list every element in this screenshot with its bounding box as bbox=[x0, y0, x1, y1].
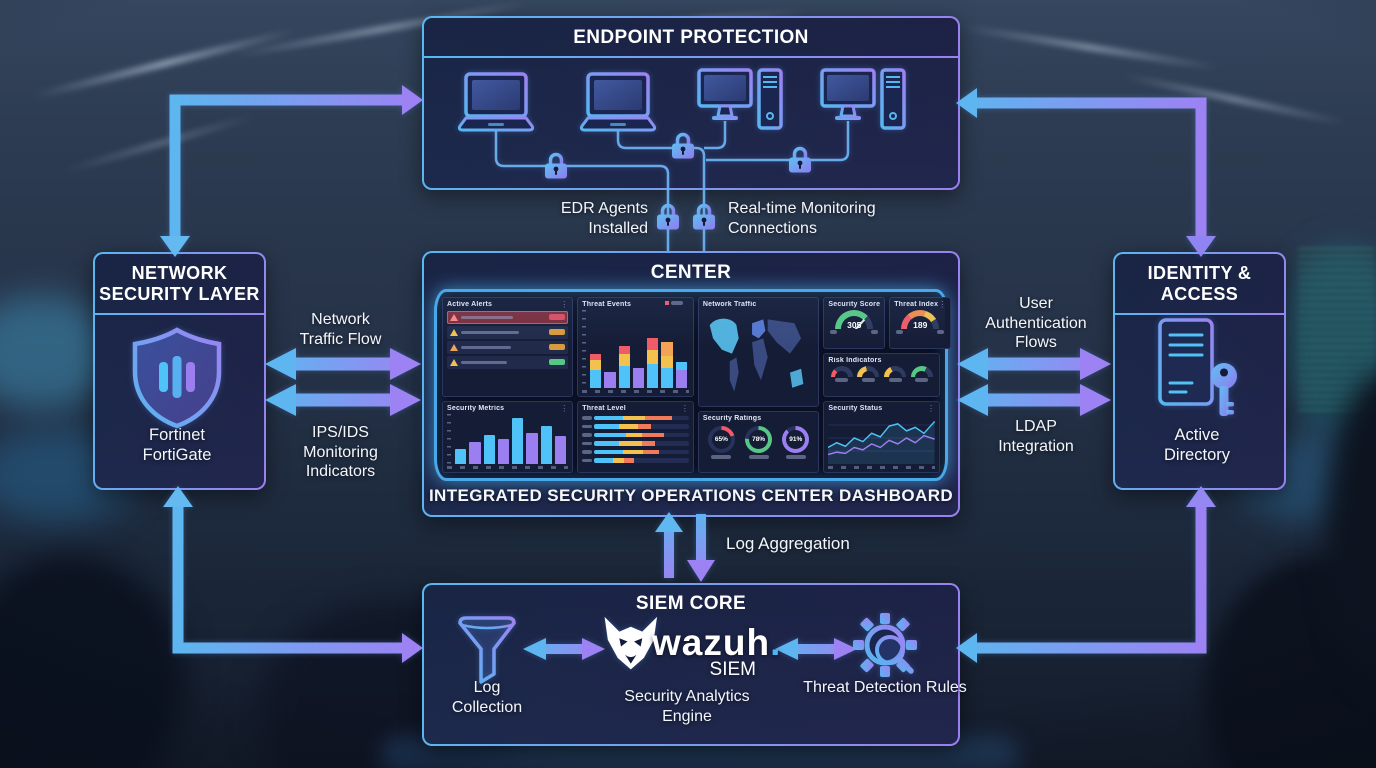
world-map bbox=[709, 318, 804, 392]
trend-line-2 bbox=[828, 434, 935, 456]
threat-level-panel: Threat Level bbox=[577, 401, 694, 473]
warning-triangle-icon bbox=[450, 328, 458, 336]
levels-rows bbox=[582, 412, 689, 469]
events-panel-title: Threat Events bbox=[582, 301, 632, 308]
severity-badge bbox=[549, 344, 566, 351]
x-axis bbox=[447, 466, 569, 469]
endpoint-protection-box: ENDPOINT PROTECTION bbox=[422, 16, 960, 190]
edr-agents-label: EDR Agents Installed bbox=[560, 200, 648, 237]
ips-ids-label: IPS/IDS Monitoring Indicators bbox=[303, 424, 378, 480]
map-panel-title: Network Traffic bbox=[702, 301, 757, 308]
trend-panel-title: Security Status bbox=[828, 405, 883, 412]
ldap-integration-label: LDAP Integration bbox=[998, 418, 1074, 455]
security-ratings-panel: Security Ratings 65% 78% 91% bbox=[697, 411, 820, 473]
network-box-title: NETWORK SECURITY LAYER bbox=[99, 263, 260, 304]
mini-gauge bbox=[908, 364, 935, 393]
active-directory-label: Active Directory bbox=[1163, 426, 1230, 464]
trend-area bbox=[828, 421, 935, 464]
alerts-panel-title: Active Alerts bbox=[447, 301, 493, 308]
alerts-panel: Active Alerts bbox=[442, 297, 574, 397]
divider bbox=[1115, 313, 1284, 315]
donut-gauge: 65% bbox=[707, 426, 735, 459]
y-axis bbox=[447, 414, 451, 464]
center-box-title: CENTER bbox=[650, 262, 732, 283]
wazuh-siem-sublabel: SIEM bbox=[709, 659, 756, 680]
alert-rows bbox=[447, 311, 569, 369]
minis-row bbox=[828, 364, 935, 393]
kebab-menu-icon bbox=[681, 405, 689, 412]
security-analytics-engine-label: Security Analytics Engine bbox=[624, 688, 750, 725]
soc-dashboard-monitor: Active Alerts Security Metrics Threat Ev… bbox=[434, 289, 952, 481]
gauge2-title: Threat Index bbox=[894, 301, 939, 308]
risk-indicators-panel: Risk Indicators bbox=[823, 353, 940, 397]
levels-panel-title: Threat Level bbox=[582, 405, 626, 412]
fortinet-fortigate-label: Fortinet FortiGate bbox=[142, 426, 212, 464]
severity-badge bbox=[549, 359, 566, 366]
y-axis bbox=[582, 310, 587, 388]
metrics-panel: Security Metrics bbox=[442, 401, 574, 473]
gauge-2: Threat Index 189 bbox=[889, 297, 952, 349]
gauge2-value: 189 bbox=[913, 320, 928, 329]
alert-row bbox=[447, 356, 569, 369]
alert-row bbox=[447, 311, 569, 324]
legend-swatch bbox=[664, 301, 669, 305]
user-auth-flows-label: User Authentication Flows bbox=[985, 295, 1087, 351]
threat-detection-rules-label: Threat Detection Rules bbox=[803, 679, 967, 696]
log-aggregation-label: Log Aggregation bbox=[726, 534, 850, 553]
realtime-monitoring-label: Real-time Monitoring Connections bbox=[728, 200, 876, 237]
kebab-menu-icon bbox=[927, 405, 935, 412]
security-trend-panel: Security Status bbox=[823, 401, 940, 473]
alert-row bbox=[447, 326, 569, 339]
metrics-bars bbox=[453, 414, 568, 464]
gauge1-title: Security Score bbox=[828, 301, 881, 308]
trend-line-1 bbox=[828, 420, 935, 449]
divider bbox=[95, 313, 264, 315]
events-bars bbox=[588, 310, 689, 388]
kebab-menu-icon bbox=[560, 301, 568, 308]
legend bbox=[664, 301, 683, 305]
donut-gauge: 91% bbox=[782, 426, 810, 459]
warning-triangle-icon bbox=[450, 313, 458, 321]
identity-box-title: IDENTITY & ACCESS bbox=[1147, 263, 1252, 304]
wazuh-wordmark: wazuh. bbox=[652, 622, 782, 663]
x-axis bbox=[582, 390, 689, 393]
severity-badge bbox=[549, 329, 566, 336]
soc-center-box: CENTER Active Alerts Security Metrics Th… bbox=[422, 251, 960, 517]
mini-gauge bbox=[828, 364, 855, 393]
mini-gauge bbox=[882, 364, 909, 393]
trend-chart bbox=[828, 420, 935, 464]
metrics-panel-title: Security Metrics bbox=[447, 405, 505, 412]
minis-panel-title: Risk Indicators bbox=[828, 357, 882, 364]
siem-box-title: SIEM CORE bbox=[635, 593, 747, 614]
warning-triangle-icon bbox=[450, 343, 458, 351]
gauge-1: Security Score 305 bbox=[823, 297, 886, 349]
donut-gauge: 78% bbox=[745, 426, 773, 459]
network-traffic-flow-label: Network Traffic Flow bbox=[299, 311, 382, 348]
rings-panel-title: Security Ratings bbox=[702, 415, 762, 422]
network-traffic-map-panel: Network Traffic bbox=[697, 297, 820, 407]
alert-row bbox=[447, 341, 569, 354]
mini-gauge bbox=[855, 364, 882, 393]
rings-row: 65% 78% 91% bbox=[703, 422, 815, 469]
divider bbox=[424, 56, 958, 58]
endpoint-box-title: ENDPOINT PROTECTION bbox=[573, 27, 809, 48]
kebab-menu-icon bbox=[560, 405, 568, 412]
x-axis bbox=[828, 466, 935, 469]
warning-triangle-icon bbox=[450, 358, 458, 366]
dashboard-caption: INTEGRATED SECURITY OPERATIONS CENTER DA… bbox=[428, 486, 954, 505]
kebab-menu-icon bbox=[938, 301, 946, 308]
severity-badge bbox=[549, 314, 566, 321]
gauge1-value: 305 bbox=[847, 320, 862, 329]
log-collection-label: Log Collection bbox=[451, 679, 523, 716]
threat-events-panel: Threat Events bbox=[577, 297, 694, 397]
